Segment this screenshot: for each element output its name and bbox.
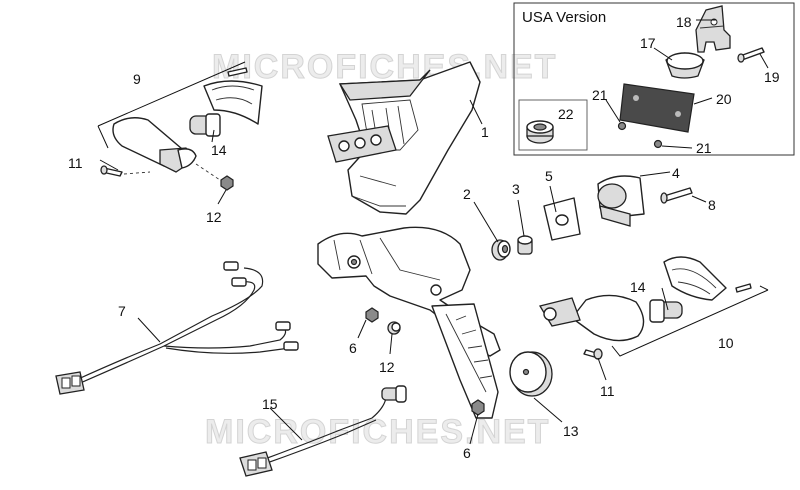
bushing-3 (517, 235, 533, 255)
left-indicator-lens (203, 80, 263, 125)
watermark-bottom: MICROFICHES.NET (205, 413, 550, 451)
callout-11-right: 11 (600, 383, 615, 399)
screw-21-lower (653, 139, 663, 149)
license-plate-holder-20 (619, 83, 695, 133)
wiring-harness-15 (239, 385, 407, 477)
callout-4: 4 (672, 165, 680, 181)
usa-inset-title: USA Version (522, 9, 606, 26)
callout-18: 18 (676, 14, 692, 30)
callout-14-right: 14 (630, 279, 646, 295)
callout-3: 3 (512, 181, 520, 197)
callout-22: 22 (558, 106, 574, 122)
callout-21-lower: 21 (696, 140, 712, 156)
callout-21-upper: 21 (592, 87, 608, 103)
callout-12-left: 12 (206, 209, 222, 225)
bracket-5 (543, 197, 581, 241)
nut-6-lower (471, 399, 485, 416)
screw-8 (660, 187, 693, 204)
callout-1: 1 (481, 124, 489, 140)
callout-20: 20 (716, 91, 732, 107)
license-plate-arm (431, 303, 499, 419)
callout-6-lower: 6 (463, 445, 471, 461)
left-turn-signal-group (97, 61, 263, 191)
callout-15: 15 (262, 396, 278, 412)
callout-12-right: 12 (379, 359, 395, 375)
grommet-22 (526, 120, 554, 144)
watermark-top: MICROFICHES.NET (212, 48, 557, 86)
right-indicator-lens (663, 256, 727, 301)
spacer-2 (491, 239, 511, 261)
tail-light-unit-1 (327, 61, 481, 215)
callout-7: 7 (118, 303, 126, 319)
screw-21-upper (617, 121, 627, 131)
callout-13: 13 (563, 423, 579, 439)
reflector-17 (665, 52, 705, 79)
callout-14-left: 14 (211, 142, 227, 158)
rear-reflector-13 (509, 351, 553, 397)
leader-lines (99, 19, 769, 445)
callout-2: 2 (463, 186, 471, 202)
bulb-14-left (189, 113, 221, 137)
nut-6-upper (365, 307, 379, 323)
nut-12-left (220, 175, 234, 191)
plate-bracket-18 (695, 5, 731, 53)
part-22-subbox (518, 99, 588, 151)
bulb-14-right (649, 299, 683, 323)
right-turn-signal-group (538, 256, 769, 360)
callout-19: 19 (764, 69, 780, 85)
screw-19 (737, 47, 765, 63)
usa-version-inset: USA Version (513, 2, 795, 156)
callout-11-left: 11 (68, 155, 83, 171)
wiring-harness-7 (55, 261, 299, 395)
callout-6-upper: 6 (349, 340, 357, 356)
lens-screw (227, 67, 248, 77)
callout-8: 8 (708, 197, 716, 213)
right-indicator-body (571, 294, 645, 342)
callout-4-5-label: 5 (545, 168, 553, 184)
callout-9: 9 (133, 71, 141, 87)
plate-light-4 (597, 175, 645, 227)
usa-inset-frame (513, 2, 795, 156)
license-plate-bracket (317, 226, 501, 419)
callout-17: 17 (640, 35, 656, 51)
nut-12-right (387, 321, 401, 335)
callout-labels: 1 2 3 5 4 8 9 11 14 12 7 6 12 6 13 11 14… (68, 14, 780, 461)
callout-10: 10 (718, 335, 734, 351)
